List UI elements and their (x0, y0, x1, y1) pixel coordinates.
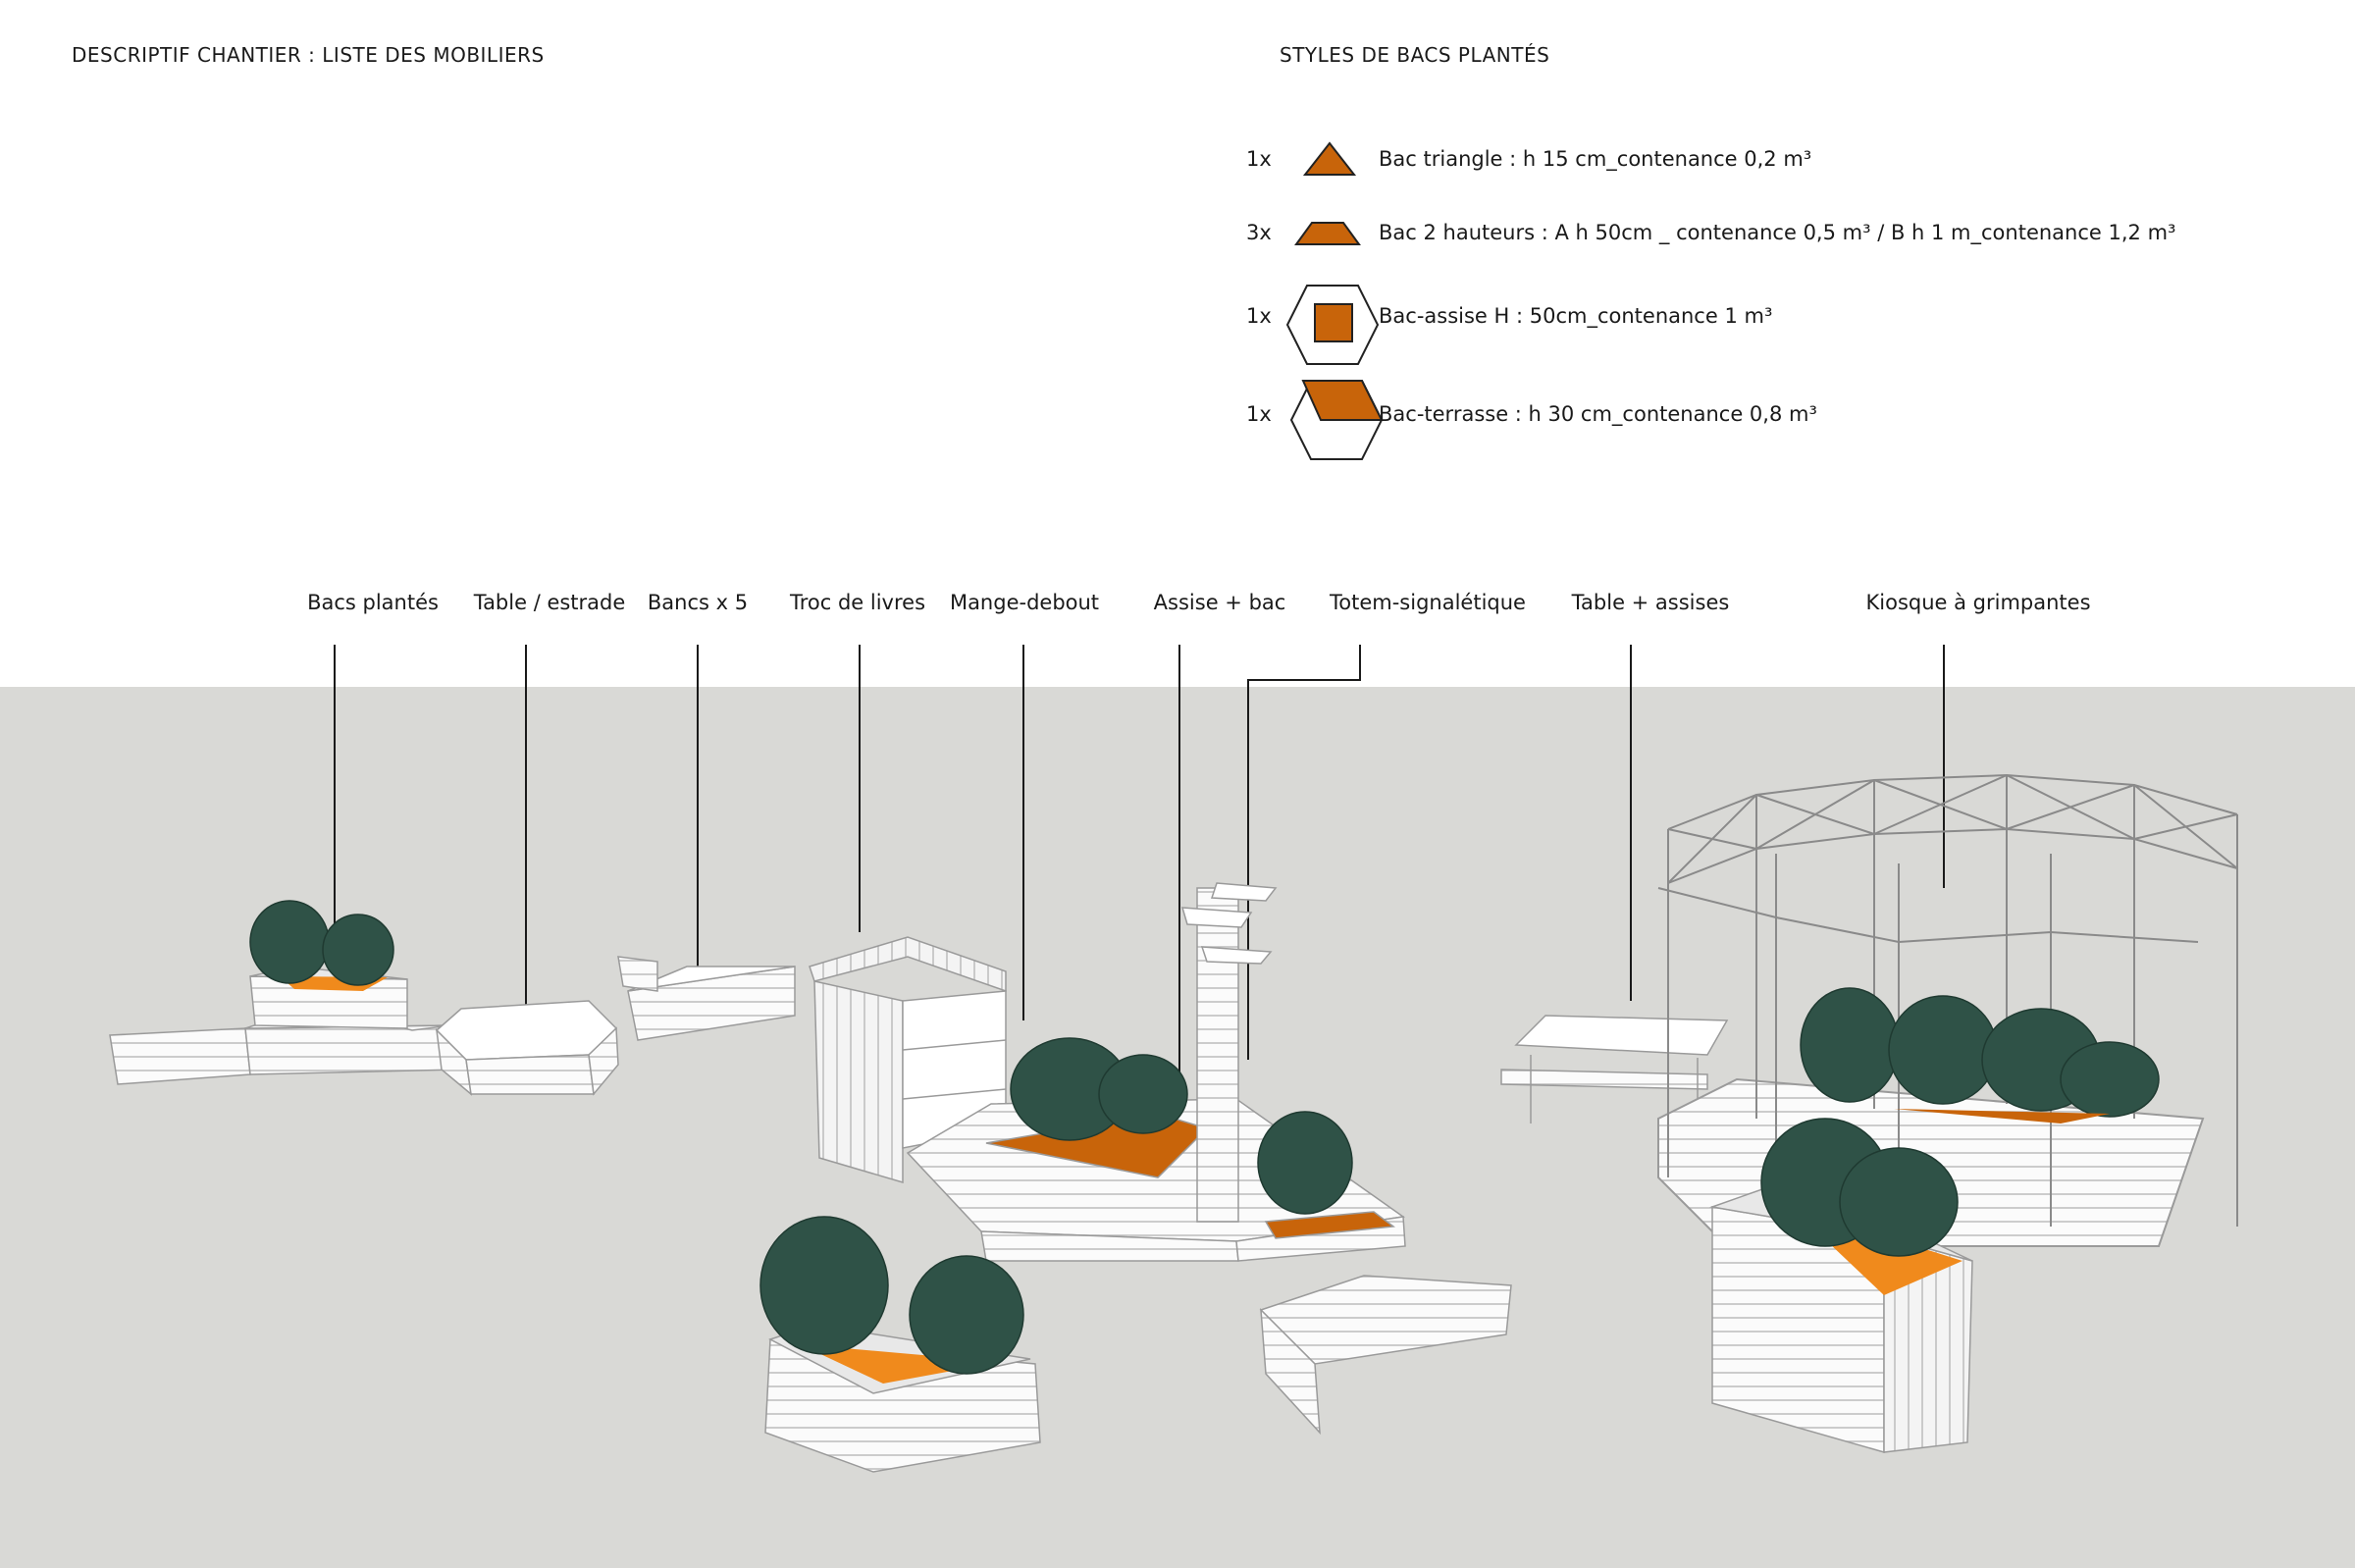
foliage (1800, 987, 2160, 1118)
legend-qty: 1x (1246, 402, 1272, 426)
callout-assise-bac: Assise + bac (1153, 591, 1286, 614)
callout-troc-de-livres: Troc de livres (789, 591, 926, 614)
callout-bancs: Bancs x 5 (647, 591, 749, 614)
callout-bacs-plantes: Bacs plantés (307, 591, 439, 614)
callout-table-estrade: Table / estrade (473, 591, 626, 614)
central-deck (906, 1037, 1406, 1262)
callout-totem-signaletique: Totem-signalétique (1330, 591, 1526, 614)
callout-table-assises: Table + assises (1571, 591, 1730, 614)
callout-mange-debout: Mange-debout (949, 591, 1100, 614)
legend-label: Bac-terrasse : h 30 cm_contenance 0,8 m³ (1379, 402, 1817, 426)
hexagon-square-planter-icon (1285, 285, 1380, 365)
callout-kiosque: Kiosque à grimpantes (1865, 591, 2091, 614)
bench-center (1259, 1275, 1512, 1436)
legend-qty: 3x (1246, 221, 1272, 244)
trapezoid-planter-icon (1294, 222, 1361, 245)
book-exchange-kiosk (809, 936, 1007, 1184)
legend-qty: 1x (1246, 147, 1272, 171)
picnic-table (1500, 1015, 1729, 1128)
foliage (249, 900, 394, 986)
page-title: DESCRIPTIF CHANTIER : LISTE DES MOBILIER… (72, 43, 545, 67)
hexagon-parallelogram-planter-icon (1289, 380, 1384, 460)
legend-label: Bac triangle : h 15 cm_contenance 0,2 m³ (1379, 147, 1812, 171)
foliage (1010, 1037, 1353, 1215)
legend-label: Bac-assise H : 50cm_contenance 1 m³ (1379, 304, 1773, 328)
bench-cluster (617, 956, 796, 1041)
planter-bottom-right (1709, 1118, 1973, 1453)
signage-totem (1180, 882, 1278, 1223)
foliage (1760, 1118, 1959, 1257)
triangle-planter-icon (1302, 141, 1357, 176)
legend-label: Bac 2 hauteurs : A h 50cm _ contenance 0… (1379, 221, 2176, 244)
legend-title: STYLES DE BACS PLANTÉS (1280, 43, 1550, 67)
planter-bottom-center (759, 1216, 1041, 1473)
leader-line (1247, 645, 1361, 1060)
foliage (759, 1216, 1024, 1375)
planter-top-left (249, 900, 408, 1029)
table-estrade (435, 1000, 619, 1096)
legend-qty: 1x (1246, 304, 1272, 328)
